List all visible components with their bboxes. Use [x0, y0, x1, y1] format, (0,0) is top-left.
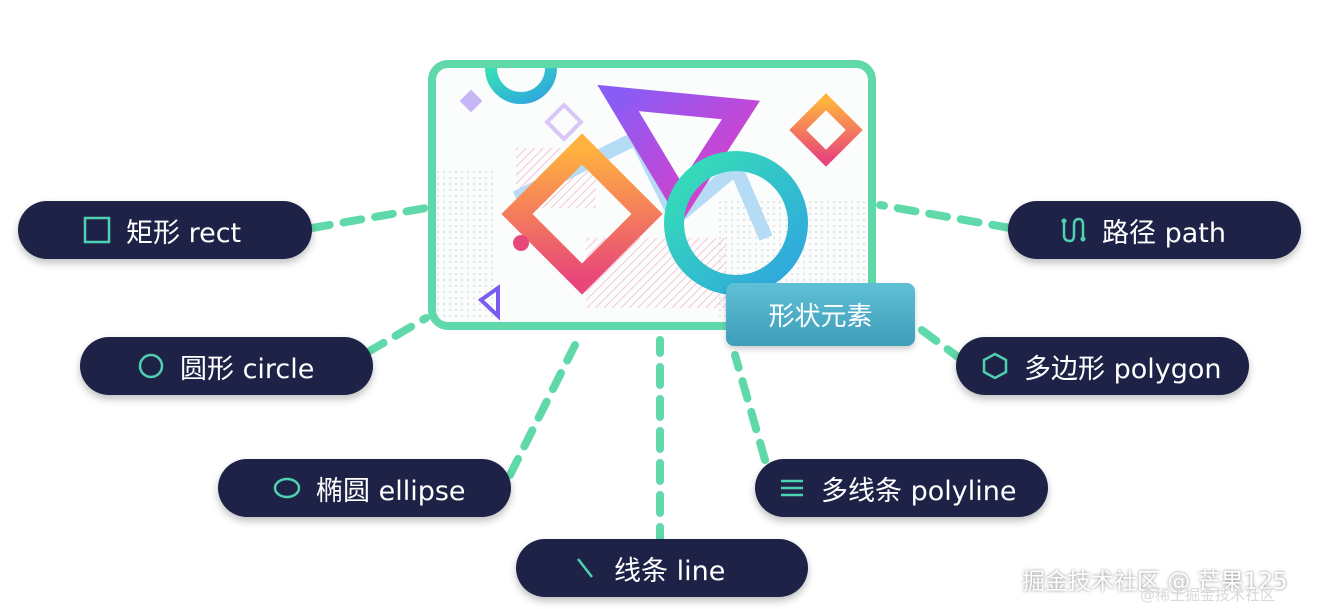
orange-square [501, 133, 663, 295]
polyline-icon [777, 473, 807, 503]
connector-path [876, 201, 1014, 232]
pill-path-label: 路径 path [1102, 217, 1226, 249]
pill-rect[interactable]: 矩形 rect [18, 201, 312, 259]
pill-circle-label: 圆形 circle [180, 353, 315, 385]
right-diamond [789, 93, 863, 167]
connector-polyline [731, 351, 769, 464]
pill-rect-label: 矩形 rect [126, 217, 242, 249]
outline-diamond [544, 102, 584, 142]
connector-polygon [911, 321, 966, 364]
small-diamond [459, 89, 483, 113]
pill-polyline[interactable]: 多线条 polyline [755, 459, 1048, 517]
connector-circle [364, 314, 430, 356]
connector-ellipse [506, 341, 579, 479]
pill-ellipse[interactable]: 椭圆 ellipse [218, 459, 511, 517]
shape-elements-badge: 形状元素 [726, 283, 915, 346]
pill-polygon[interactable]: 多边形 polygon [956, 337, 1249, 395]
pill-line[interactable]: 线条 line [516, 539, 808, 597]
watermark-sub: @稀土掘金技术社区 [1140, 586, 1276, 604]
ring-top [485, 68, 557, 104]
square-icon [82, 215, 112, 245]
pill-line-label: 线条 line [614, 555, 726, 587]
path-icon [1058, 215, 1088, 245]
pink-dot [513, 235, 529, 251]
watermark-main: 掘金技术社区 @ 芒果125 [1022, 569, 1288, 595]
circle-icon [136, 351, 166, 381]
pill-polyline-label: 多线条 polyline [821, 475, 1017, 507]
ellipse-icon [272, 473, 302, 503]
hexagon-icon [980, 351, 1010, 381]
connector-rect [308, 204, 430, 232]
pill-circle[interactable]: 圆形 circle [80, 337, 373, 395]
pill-ellipse-label: 椭圆 ellipse [316, 475, 466, 507]
pill-polygon-label: 多边形 polygon [1024, 353, 1222, 385]
pill-path[interactable]: 路径 path [1008, 201, 1301, 259]
small-triangle [477, 284, 500, 321]
line-icon [570, 553, 600, 583]
